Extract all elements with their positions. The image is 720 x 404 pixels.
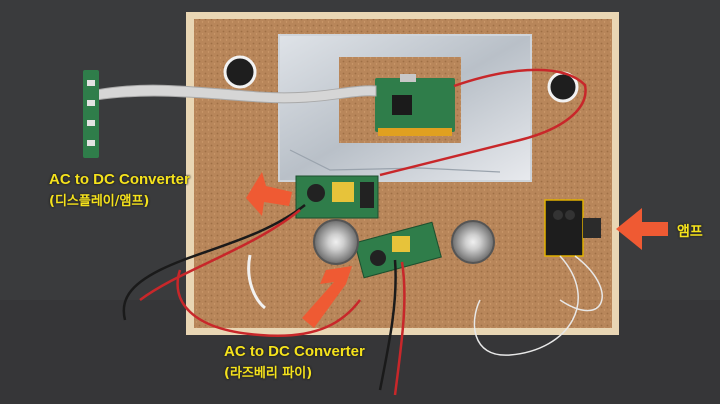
speaker-left	[313, 219, 359, 265]
label-lower-converter-sub: (라즈베리 파이)	[224, 366, 313, 381]
arrow-to-upper-converter	[246, 172, 292, 216]
display-driver-board	[375, 74, 455, 136]
speaker-hole-left	[223, 55, 257, 89]
label-lower-converter-title: AC to DC Converter	[224, 343, 365, 360]
wiring	[122, 68, 603, 396]
power-converter-display-amp	[295, 175, 379, 219]
amplifier-board	[544, 199, 601, 257]
arrow-to-lower-converter	[302, 266, 352, 328]
ribbon-cable	[95, 84, 377, 104]
control-keypad-board	[83, 70, 99, 158]
speaker-right	[451, 220, 495, 264]
label-lower-converter: AC to DC Converter (라즈베리 파이)	[224, 343, 365, 381]
label-amplifier: 앰프	[677, 224, 703, 240]
arrow-to-amplifier	[616, 208, 668, 250]
label-upper-converter: AC to DC Converter (디스플레이/앰프)	[49, 171, 190, 209]
label-upper-converter-title: AC to DC Converter	[49, 171, 190, 188]
label-upper-converter-sub: (디스플레이/앰프)	[49, 194, 150, 209]
